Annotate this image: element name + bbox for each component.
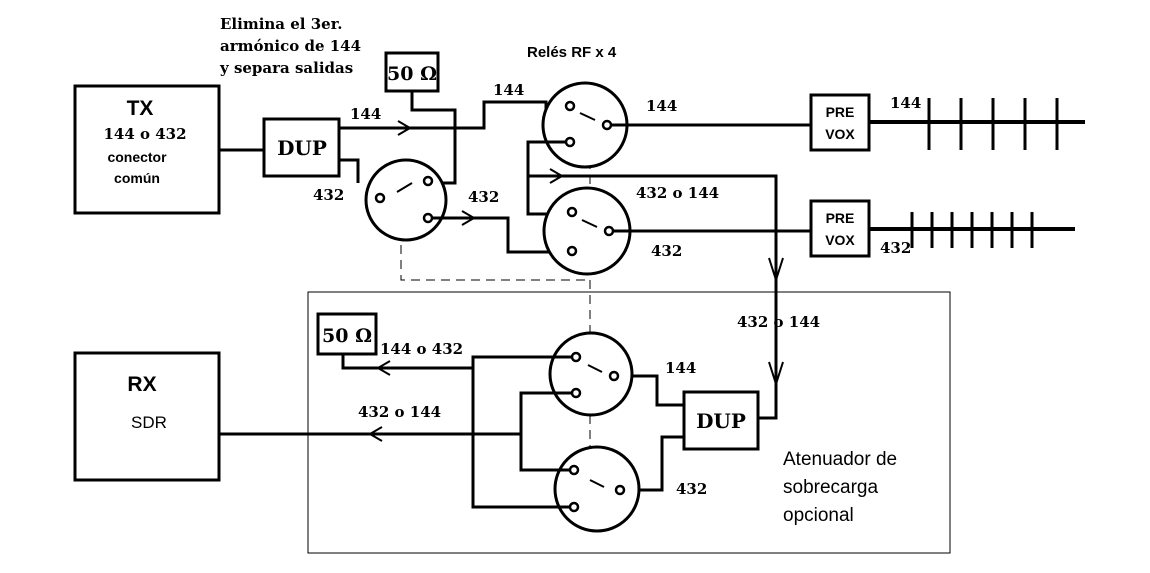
relay-contact: [589, 479, 605, 488]
label-relay2-432: 432: [651, 242, 682, 260]
relay-pin: [422, 212, 434, 224]
preamp-144-line2: VOX: [825, 126, 855, 142]
rx-box: [73, 351, 221, 482]
wire-dup-432: [339, 158, 360, 183]
note-line2: armónico de 144: [220, 37, 361, 55]
label-tx-144: 144: [350, 105, 381, 123]
relay-pin: [564, 136, 576, 148]
relay-contact: [581, 219, 598, 228]
attenuator-line1: Atenuador de: [783, 449, 897, 470]
label-rx-dup-144: 144: [665, 359, 696, 377]
relay-3: [548, 331, 634, 417]
preamp-432-line2: VOX: [825, 232, 855, 248]
preamp-144: [809, 93, 871, 152]
load-50-rx: [316, 312, 378, 356]
relay-pin: [422, 175, 434, 187]
label-tx-432: 432: [313, 186, 344, 204]
arrow-icon: [768, 257, 784, 284]
relay-pin: [570, 387, 582, 399]
rx-title: RX: [127, 373, 156, 396]
wire-attenuator-dup: [758, 380, 778, 420]
wire-relay3-relay4-out: [519, 391, 572, 472]
preamp-144-line1: PRE: [826, 104, 855, 120]
relays-label: Relés RF x 4: [527, 44, 617, 61]
wire-load-top: [410, 91, 457, 185]
arrow-icon: [376, 360, 391, 376]
arrow-icon: [368, 426, 383, 442]
relay-pin: [608, 370, 620, 382]
tx-line3: común: [114, 170, 160, 186]
tx-line2: conector: [107, 149, 167, 165]
label-ant-432: 432: [880, 239, 911, 257]
note-line3: y separa salidas: [219, 59, 353, 77]
label-rx-dup-432: 432: [676, 480, 707, 498]
label-rx-out: 432 o 144: [358, 403, 441, 421]
attenuator-enclosure: [307, 291, 951, 554]
relay-pin: [374, 192, 386, 204]
label-dup-out-432: 432: [468, 188, 499, 206]
label-attenuator-in: 432 o 144: [737, 313, 820, 331]
relay-contact: [587, 364, 603, 373]
tx-box: [73, 84, 221, 215]
label-rx-load: 144 o 432: [380, 340, 463, 358]
relay-4: [553, 445, 641, 533]
label-relay-in-144: 144: [493, 81, 524, 99]
rx-dup-box: [682, 390, 760, 451]
label-relay1-out: 144: [646, 97, 677, 115]
antenna-432-icon: [869, 212, 1075, 248]
preamp-432-line1: PRE: [826, 210, 855, 226]
wire-rxdup-432: [624, 435, 684, 492]
relay-pin: [568, 464, 580, 476]
wire-relay3-relay4-load: [471, 355, 572, 509]
tx-dup-label: DUP: [277, 136, 327, 160]
rx-dup-label: DUP: [696, 409, 746, 433]
relay-pin: [564, 100, 576, 112]
arrow-icon: [549, 168, 564, 184]
relay-contact: [579, 112, 596, 121]
antenna-144-icon: [869, 98, 1085, 150]
relay-pin: [570, 351, 582, 363]
attenuator-line2: sobrecarga: [783, 477, 878, 498]
tx-dup-box: [262, 117, 341, 178]
label-ant-144: 144: [890, 94, 921, 112]
tx-title: TX: [127, 97, 154, 120]
rx-subtitle: SDR: [131, 413, 167, 432]
relay-pin: [601, 119, 613, 131]
wire-relay0-432: [432, 216, 572, 254]
relay-contact: [396, 182, 413, 193]
arrow-icon: [397, 120, 412, 136]
relay-pin: [614, 484, 626, 496]
tx-line1: 144 o 432: [103, 125, 186, 143]
label-relay2-out: 432 o 144: [636, 184, 719, 202]
relay-pin: [603, 225, 615, 237]
relay-pin: [566, 206, 578, 218]
load-50-rx-label: 50 Ω: [322, 325, 372, 347]
wire-rxdup-144: [618, 374, 684, 407]
relay-pin: [568, 501, 580, 513]
wire-relay2-attenuator: [528, 174, 778, 380]
arrow-icon: [461, 210, 476, 226]
attenuator-line3: opcional: [783, 505, 854, 526]
wire-load-rx: [341, 354, 473, 370]
relay-pin: [566, 245, 578, 257]
relay-link-dashed: [400, 230, 590, 281]
note-line1: Elimina el 3er.: [220, 15, 342, 33]
load-50-top-label: 50 Ω: [387, 63, 437, 85]
